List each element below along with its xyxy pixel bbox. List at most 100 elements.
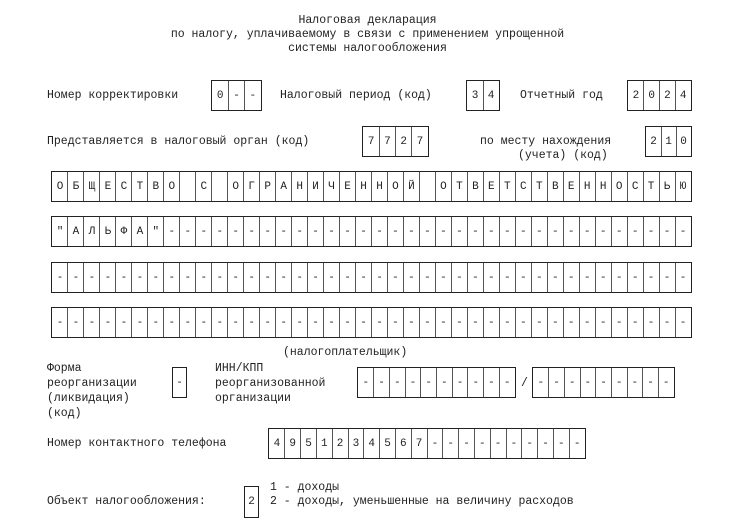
kpp-field[interactable]: --------- bbox=[532, 367, 675, 398]
cell-divider bbox=[323, 172, 325, 201]
cell-divider bbox=[83, 217, 85, 246]
cell-divider bbox=[674, 308, 676, 337]
cell-divider bbox=[131, 263, 133, 292]
cell-divider bbox=[179, 217, 181, 246]
cell-divider bbox=[410, 429, 412, 458]
cell-divider bbox=[371, 172, 372, 201]
cell-divider bbox=[660, 127, 662, 156]
cell-divider bbox=[243, 263, 245, 292]
cell-divider bbox=[505, 429, 507, 458]
cell-divider bbox=[355, 217, 357, 246]
cell-divider bbox=[163, 263, 165, 292]
taxpayer-name-row-1[interactable]: ОБЩЕСТВО С ОГРАНИЧЕННОЙ ОТВЕТСТВЕННОСТЬЮ bbox=[51, 171, 692, 202]
cell-divider bbox=[404, 368, 406, 397]
cell-divider bbox=[610, 368, 612, 397]
cell-divider bbox=[323, 308, 325, 337]
cell-divider bbox=[244, 81, 246, 110]
cell-divider bbox=[658, 308, 660, 337]
year-label: Отчетный год bbox=[520, 89, 603, 102]
cell-divider bbox=[99, 308, 101, 337]
cell-divider bbox=[450, 308, 452, 337]
cell-divider bbox=[259, 263, 261, 292]
authority-label: Представляется в налоговый орган (код) bbox=[47, 135, 310, 148]
inn-kpp-separator: / bbox=[521, 377, 528, 390]
cell-divider bbox=[548, 368, 550, 397]
cell-divider bbox=[195, 263, 197, 292]
taxpayer-name-row-3[interactable]: ---------------------------------------- bbox=[51, 262, 692, 293]
cell-divider bbox=[211, 263, 213, 292]
cell-divider bbox=[131, 308, 133, 337]
taxpayer-name-row-4[interactable]: ---------------------------------------- bbox=[51, 307, 692, 338]
correction-number-field[interactable]: 0-- bbox=[211, 80, 262, 111]
tax-authority-field[interactable]: 7727 bbox=[362, 126, 429, 157]
cell-divider bbox=[514, 308, 516, 337]
cell-divider bbox=[83, 172, 85, 201]
cell-divider bbox=[562, 308, 564, 337]
taxpayer-caption: (налогоплательщик) bbox=[283, 346, 408, 359]
cell-divider bbox=[458, 429, 460, 458]
cell-divider bbox=[386, 308, 388, 337]
cell-divider bbox=[115, 217, 117, 246]
cell-divider bbox=[674, 263, 676, 292]
cell-divider bbox=[643, 81, 645, 110]
cell-divider bbox=[552, 429, 554, 458]
cell-divider bbox=[378, 127, 380, 156]
tax-object-field[interactable]: 2 bbox=[244, 486, 259, 518]
cell-divider bbox=[530, 172, 532, 201]
cell-divider bbox=[610, 217, 612, 246]
phone-field[interactable]: 4951234567---------- bbox=[268, 428, 586, 459]
cell-divider bbox=[418, 217, 420, 246]
cell-divider bbox=[363, 429, 365, 458]
cell-divider bbox=[307, 217, 309, 246]
reorg-label-4: (код) bbox=[47, 407, 82, 420]
cell-divider bbox=[275, 217, 277, 246]
cell-divider bbox=[355, 263, 357, 292]
cell-divider bbox=[610, 308, 612, 337]
cell-divider bbox=[434, 308, 436, 337]
taxpayer-name-row-2[interactable]: "АЛЬФА"--------------------------------- bbox=[51, 216, 692, 247]
field-value: 34 bbox=[471, 89, 504, 102]
reorg-code-field[interactable]: - bbox=[172, 367, 187, 398]
report-year-field[interactable]: 2024 bbox=[627, 80, 692, 111]
cell-divider bbox=[339, 217, 341, 246]
cell-divider bbox=[498, 217, 500, 246]
location-code-field[interactable]: 210 bbox=[645, 126, 692, 157]
cell-divider bbox=[323, 263, 325, 292]
cell-divider bbox=[658, 172, 660, 201]
cell-divider bbox=[466, 217, 468, 246]
cell-divider bbox=[402, 172, 404, 201]
cell-divider bbox=[578, 263, 580, 292]
cell-divider bbox=[131, 172, 133, 201]
cell-divider bbox=[450, 172, 452, 201]
cell-divider bbox=[179, 263, 181, 292]
field-value: - bbox=[176, 376, 190, 389]
cell-divider bbox=[386, 172, 388, 201]
cell-divider bbox=[642, 172, 644, 201]
cell-divider bbox=[163, 172, 165, 201]
cell-divider bbox=[115, 308, 117, 337]
cell-divider bbox=[275, 263, 277, 292]
cell-divider bbox=[347, 429, 349, 458]
cell-divider bbox=[67, 217, 69, 246]
cell-divider bbox=[275, 172, 277, 201]
cell-divider bbox=[674, 217, 676, 246]
cell-divider bbox=[291, 217, 293, 246]
inn-field[interactable]: ---------- bbox=[357, 367, 516, 398]
cell-divider bbox=[482, 81, 484, 110]
cell-divider bbox=[568, 429, 570, 458]
cell-divider bbox=[402, 263, 404, 292]
cell-divider bbox=[179, 308, 181, 337]
cell-divider bbox=[147, 217, 149, 246]
tax-period-field[interactable]: 34 bbox=[466, 80, 500, 111]
cell-divider bbox=[307, 263, 309, 292]
cell-divider bbox=[243, 217, 245, 246]
field-value: 2024 bbox=[632, 89, 696, 102]
reorg-label-1: Форма bbox=[47, 362, 82, 375]
cell-divider bbox=[530, 217, 532, 246]
field-value: 2 bbox=[248, 496, 262, 508]
cell-divider bbox=[489, 429, 491, 458]
cell-divider bbox=[275, 308, 277, 337]
cell-divider bbox=[291, 172, 293, 201]
cell-divider bbox=[562, 263, 564, 292]
cell-divider bbox=[546, 217, 548, 246]
